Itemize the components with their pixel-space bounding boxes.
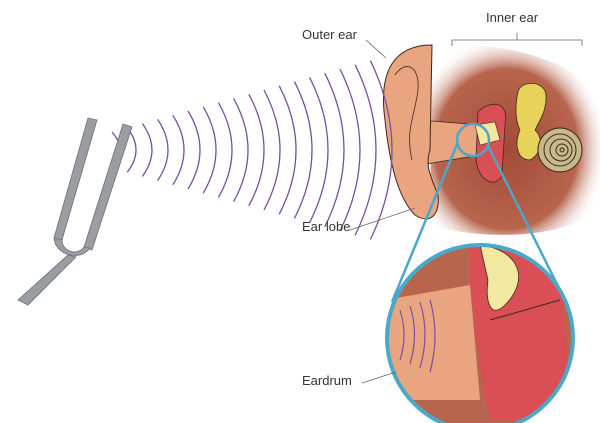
sound-wave-arc bbox=[324, 72, 345, 228]
tuning-fork bbox=[17, 117, 133, 306]
label-outer-ear: Outer ear bbox=[302, 27, 357, 42]
sound-wave-arc bbox=[309, 77, 329, 223]
zoom-source-ring bbox=[455, 122, 491, 158]
sound-wave-arc bbox=[141, 123, 153, 177]
outer-ear bbox=[383, 44, 439, 220]
cochlea bbox=[537, 127, 583, 173]
sound-wave-arc bbox=[369, 60, 393, 240]
sound-wave-arc bbox=[293, 81, 313, 219]
label-inner-ear: Inner ear bbox=[486, 10, 539, 25]
sound-wave-arc bbox=[202, 106, 217, 194]
sound-wave-arc bbox=[233, 98, 249, 202]
sound-wave-arc bbox=[263, 89, 281, 211]
sound-wave-arc bbox=[339, 68, 361, 232]
sound-wave-arc bbox=[187, 110, 201, 190]
sound-wave-arc bbox=[278, 85, 297, 215]
sound-wave-arc bbox=[172, 114, 185, 186]
leader-lines bbox=[349, 33, 583, 384]
label-ear-lobe: Ear lobe bbox=[302, 219, 351, 234]
sound-wave-arc bbox=[157, 119, 169, 181]
eardrum-closeup bbox=[387, 245, 573, 423]
sound-wave-arc bbox=[217, 102, 233, 198]
sound-waves bbox=[111, 60, 393, 240]
label-eardrum: Eardrum bbox=[302, 373, 352, 388]
sound-wave-arc bbox=[354, 64, 377, 236]
sound-wave-arc bbox=[248, 93, 265, 207]
head-tissue bbox=[430, 44, 600, 235]
zoom-ring bbox=[385, 243, 575, 423]
